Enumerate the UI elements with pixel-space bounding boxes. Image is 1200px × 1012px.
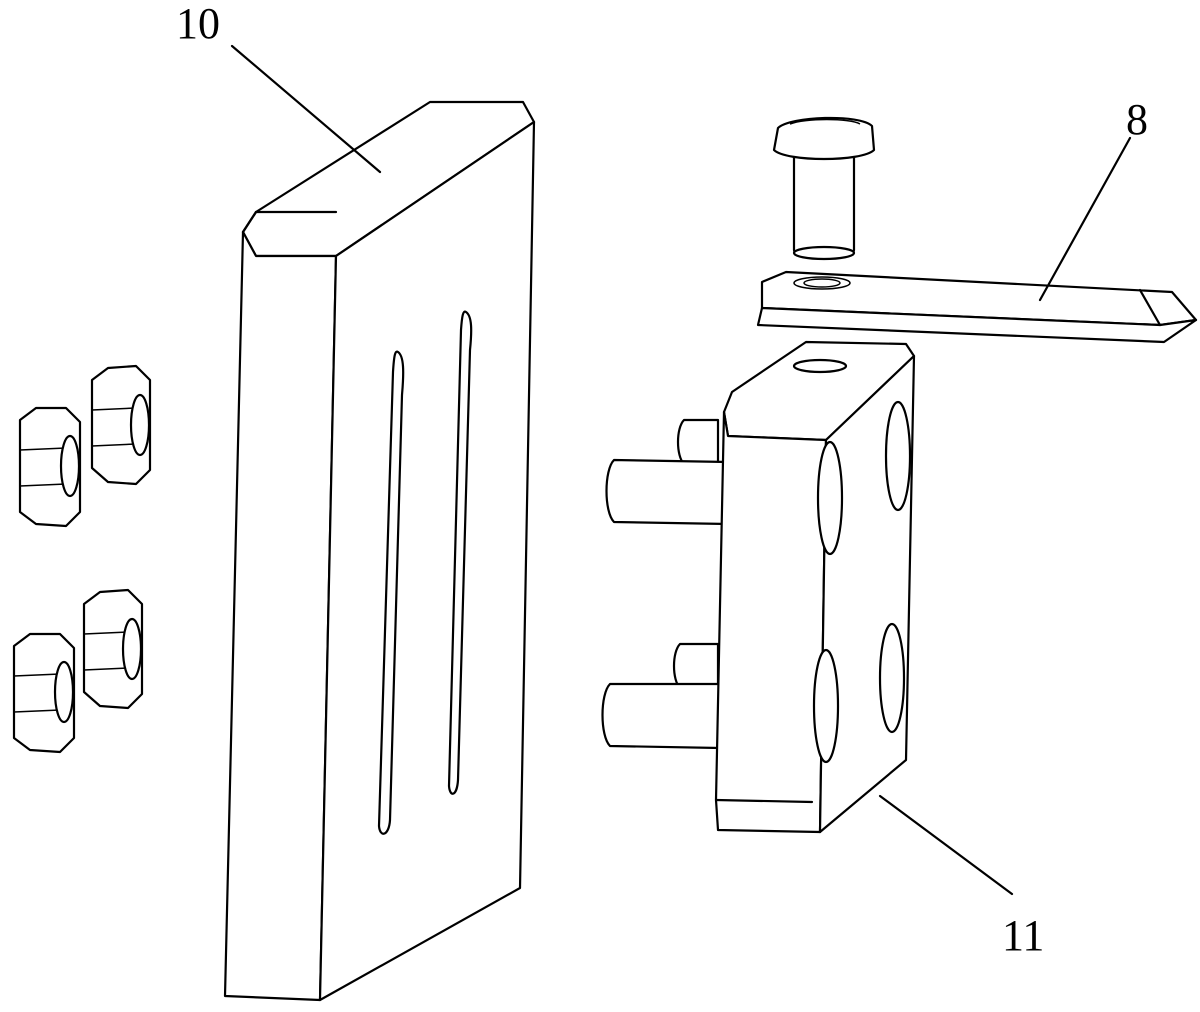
- bolt-pin: [774, 118, 874, 259]
- plate-right-face: [320, 122, 534, 1000]
- label-part-11: 11: [1002, 911, 1044, 960]
- slot-left: [379, 352, 403, 834]
- block-part-11: [603, 342, 915, 832]
- block-hole-bottom-right: [880, 624, 904, 732]
- blade-part-8: [758, 272, 1196, 342]
- label-part-10: 10: [176, 0, 220, 48]
- leader-line-11: [880, 796, 1012, 894]
- hex-nut-bottom-front: [14, 634, 74, 752]
- plate-front-face: [225, 232, 336, 1000]
- slot-right: [449, 312, 471, 794]
- label-part-8: 8: [1126, 95, 1148, 144]
- hex-nut-bottom-back: [84, 590, 142, 708]
- leader-line-10: [232, 46, 380, 172]
- blade-front-edge: [758, 308, 1196, 342]
- leader-line-8: [1040, 138, 1130, 300]
- block-hole-top-right: [886, 402, 910, 510]
- plate-part-10: [225, 102, 534, 1000]
- block-hole-bottom-left: [814, 650, 838, 762]
- block-hole-top-left: [818, 442, 842, 554]
- block-front-face: [716, 412, 826, 832]
- hex-nut-top-front: [20, 408, 80, 526]
- hex-nut-top-back: [92, 366, 150, 484]
